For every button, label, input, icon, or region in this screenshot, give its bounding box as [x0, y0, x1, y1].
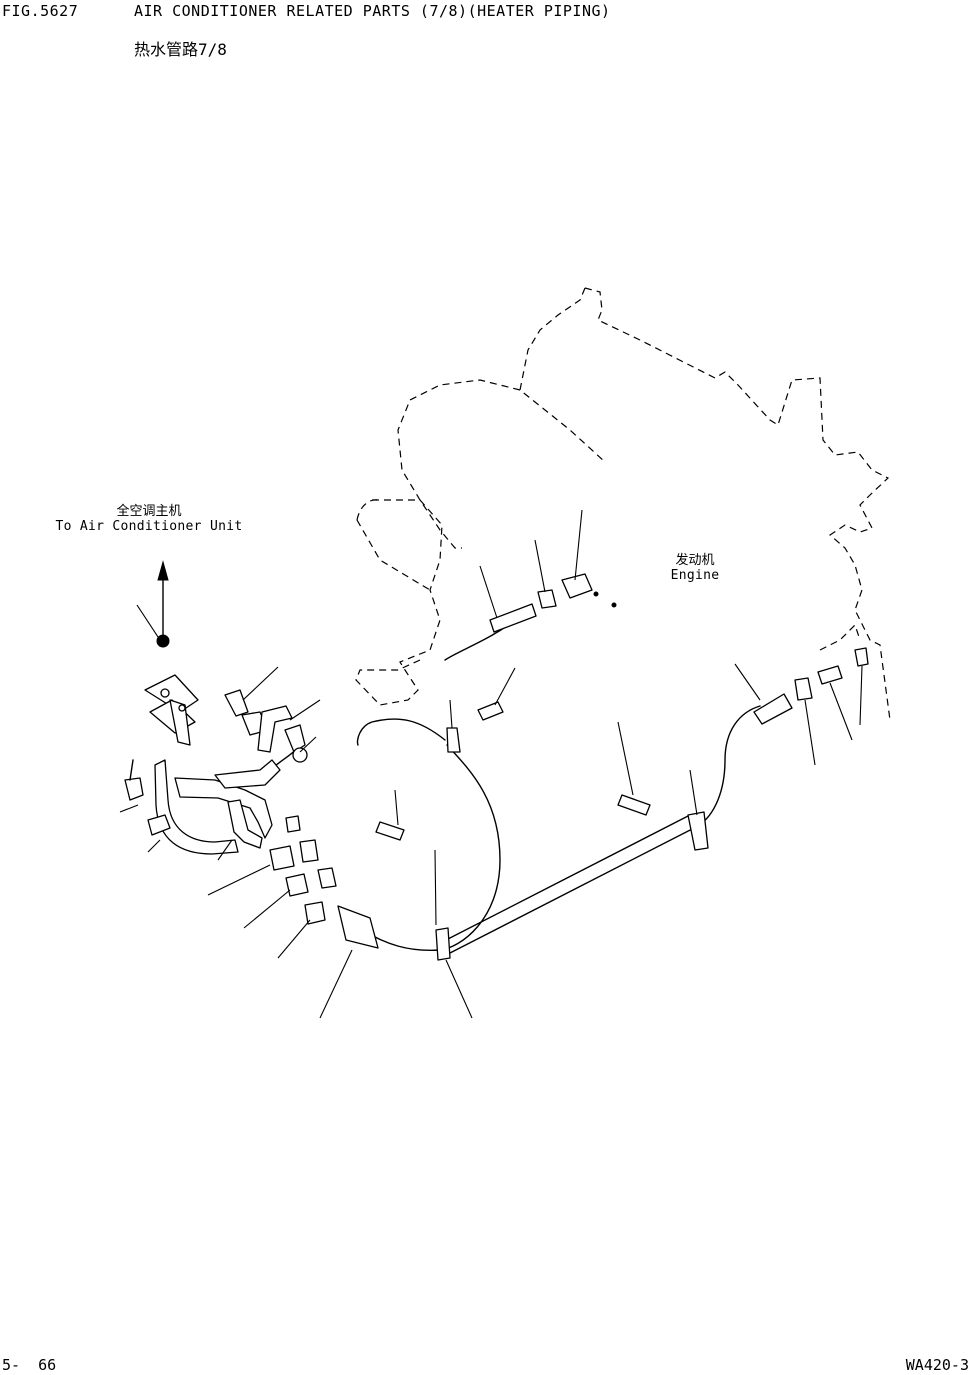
- heater-hose-long: [449, 705, 761, 954]
- air-conditioner-unit-callout: 全空调主机 To Air Conditioner Unit: [44, 500, 254, 534]
- figure-subtitle: 热水管路7/8: [134, 40, 227, 59]
- hose-routes: [274, 617, 761, 954]
- engine-label-en: Engine: [670, 568, 720, 583]
- figure-title: AIR CONDITIONER RELATED PARTS (7/8)(HEAT…: [134, 2, 611, 20]
- engine-label-cn: 发动机: [675, 553, 715, 568]
- page-number: 5- 66: [2, 1356, 57, 1374]
- engine-callout: 发动机 Engine: [655, 549, 735, 583]
- model-code: WA420-3: [905, 1356, 969, 1374]
- hose-fittings: [269, 573, 869, 961]
- heater-hose-upper: [356, 718, 446, 746]
- heater-hose-return: [359, 744, 501, 952]
- air-conditioner-unit-label-en: To Air Conditioner Unit: [55, 519, 243, 534]
- engine-outline: [355, 287, 891, 721]
- air-conditioner-unit-label-cn: 全空调主机: [116, 504, 182, 519]
- leader-lines: [119, 509, 863, 1019]
- heater-valve-assembly: [124, 560, 308, 855]
- figure-number: FIG.5627: [2, 2, 79, 20]
